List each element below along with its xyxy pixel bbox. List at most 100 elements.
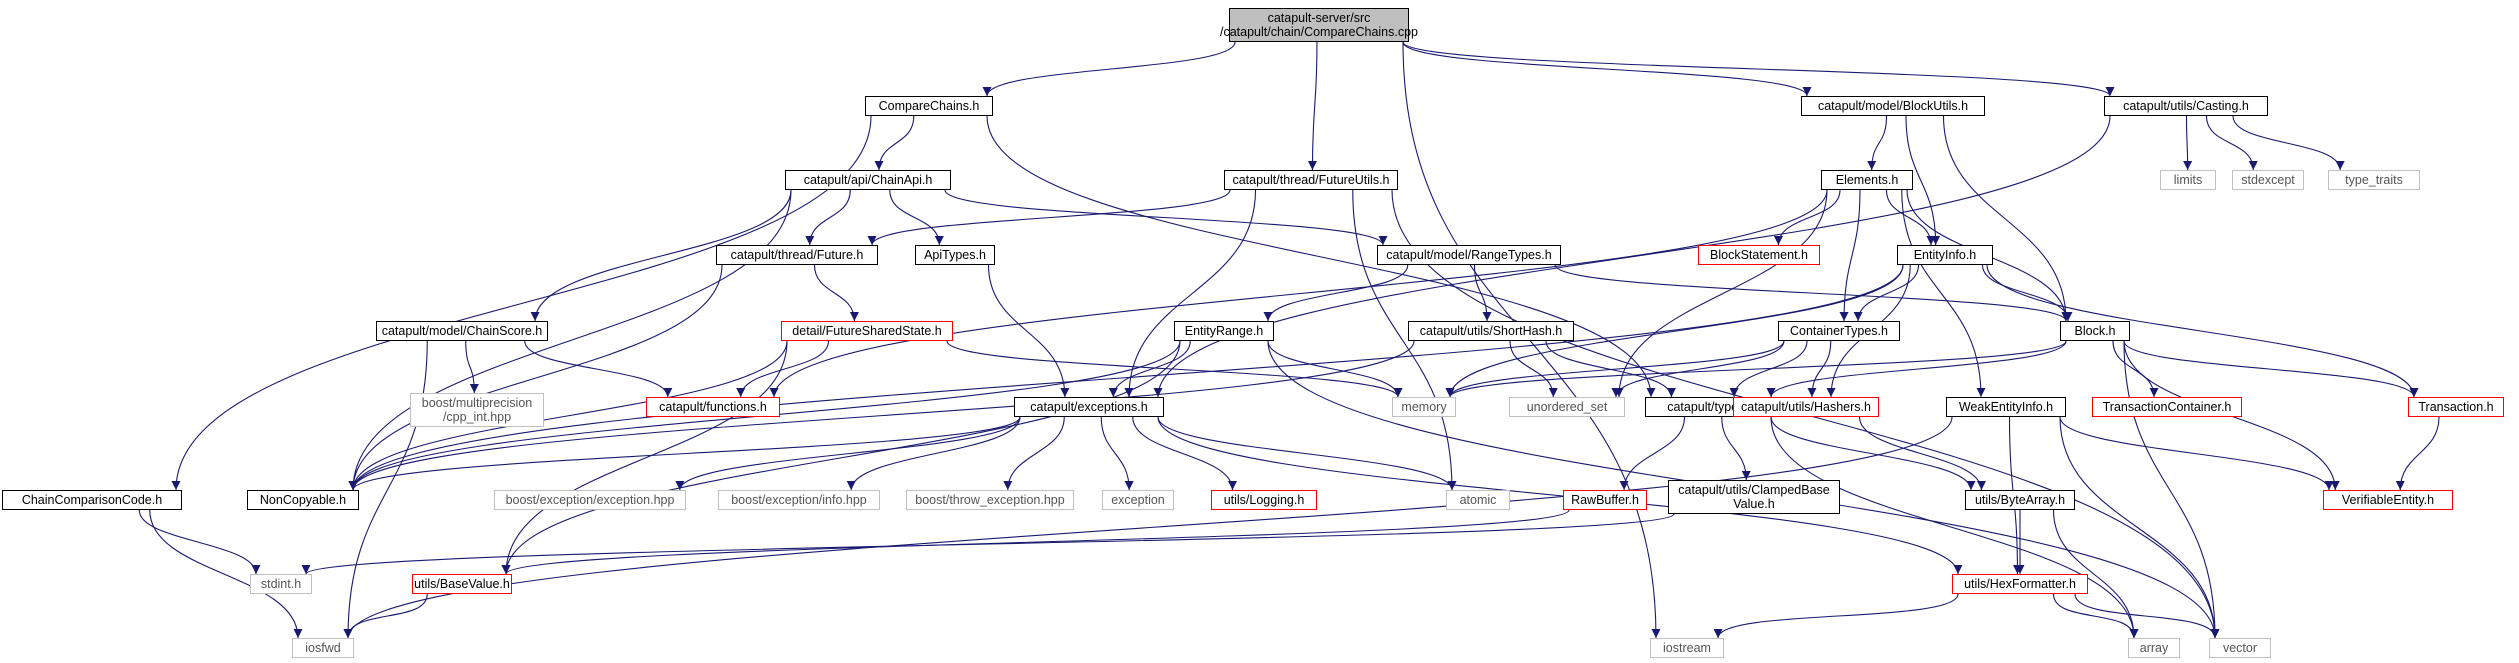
edge-exceptions-h-to-hex-formatter-h: [1157, 416, 1963, 575]
edge-types-h-to-array: [1770, 416, 2139, 639]
node-limits: limits: [2160, 170, 2216, 190]
edge-block-h-to-vector: [2123, 340, 2220, 639]
edge-future-shared-state-h-to-base-value-h: [501, 340, 788, 575]
node-raw-buffer-h[interactable]: RawBuffer.h: [1563, 490, 1647, 510]
edge-chain-api-h-to-api-types-h: [889, 189, 944, 246]
node-compare-chains-h[interactable]: CompareChains.h: [865, 96, 993, 116]
edge-exceptions-h-to-noncopyable-h: [348, 416, 1021, 491]
node-base-value-h[interactable]: utils/BaseValue.h: [412, 574, 512, 594]
node-verifiable-entity-h[interactable]: VerifiableEntity.h: [2323, 490, 2453, 510]
edge-weak-entity-info-h-to-vector: [2059, 416, 2220, 639]
edge-hex-formatter-h-to-iostream: [1713, 593, 1959, 639]
edge-elements-h-to-unordered-set: [1614, 189, 1828, 398]
root-node-compare-chains-cpp: catapult-server/src /catapult/chain/Comp…: [1220, 8, 1418, 42]
edge-elements-h-to-entity-info-h: [1885, 189, 1936, 246]
edge-range-types-h-to-block-h: [1554, 264, 2071, 322]
edge-root-to-future-utils-h: [1307, 41, 1318, 171]
edge-future-h-to-noncopyable-h: [348, 264, 723, 491]
node-entity-info-h[interactable]: EntityInfo.h: [1897, 245, 1993, 265]
edge-chain-comparison-code-h-to-iosfwd: [149, 509, 303, 639]
node-container-types-h[interactable]: ContainerTypes.h: [1778, 321, 1900, 341]
edge-entity-info-h-to-memory: [1445, 264, 1904, 398]
node-casting-h[interactable]: catapult/utils/Casting.h: [2104, 96, 2268, 116]
node-entity-range-h[interactable]: EntityRange.h: [1174, 321, 1274, 341]
edge-byte-array-h-to-array: [2052, 509, 2139, 639]
edge-elements-h-to-functions-h: [769, 189, 1828, 398]
node-chain-score-h[interactable]: catapult/model/ChainScore.h: [376, 321, 548, 341]
edge-types-h-to-clamped-base-value-h: [1721, 416, 1751, 481]
node-noncopyable-h[interactable]: NonCopyable.h: [247, 490, 359, 510]
edge-clamped-base-value-h-to-stdint-h: [301, 513, 1675, 575]
edge-block-h-to-transaction-h: [2123, 340, 2419, 398]
node-block-statement-h[interactable]: BlockStatement.h: [1698, 245, 1820, 265]
node-future-shared-state-h[interactable]: detail/FutureSharedState.h: [781, 321, 953, 341]
edge-root-to-block-utils-h: [1402, 41, 1812, 97]
node-block-utils-h[interactable]: catapult/model/BlockUtils.h: [1801, 96, 1985, 116]
edge-container-types-h-to-hashers-h: [1807, 340, 1832, 398]
edge-chain-api-h-to-chain-score-h: [530, 189, 792, 322]
edge-exceptions-h-to-logging-h: [1132, 416, 1237, 491]
node-transaction-container-h[interactable]: TransactionContainer.h: [2092, 397, 2242, 417]
edge-chain-comparison-code-h-to-stdint-h: [138, 509, 261, 575]
edge-future-shared-state-h-to-functions-h: [736, 340, 830, 398]
edge-container-types-h-to-unordered-set: [1611, 340, 1785, 398]
node-chain-api-h[interactable]: catapult/api/ChainApi.h: [785, 170, 951, 190]
node-byte-array-h[interactable]: utils/ByteArray.h: [1965, 490, 2075, 510]
node-unordered-set: unordered_set: [1509, 397, 1625, 417]
edge-short-hash-h-to-noncopyable-h: [348, 340, 1415, 491]
edge-root-to-casting-h: [1402, 41, 2115, 97]
edge-raw-buffer-h-to-base-value-h: [501, 509, 1570, 575]
edge-casting-h-to-stdexcept: [2205, 115, 2258, 171]
edge-entity-range-h-to-memory: [1267, 340, 1403, 398]
edge-short-hash-h-to-types-h: [1545, 340, 1676, 398]
node-api-types-h[interactable]: ApiTypes.h: [915, 245, 995, 265]
node-future-h[interactable]: catapult/thread/Future.h: [716, 245, 878, 265]
node-hashers-h[interactable]: catapult/utils/Hashers.h: [1733, 397, 1879, 417]
node-elements-h[interactable]: Elements.h: [1821, 170, 1913, 190]
node-exceptions-h[interactable]: catapult/exceptions.h: [1014, 397, 1164, 417]
edge-elements-h-to-block-statement-h: [1773, 189, 1841, 246]
node-functions-h[interactable]: catapult/functions.h: [646, 397, 780, 417]
node-vector: vector: [2209, 638, 2271, 658]
edge-chain-score-h-to-iosfwd: [343, 340, 428, 639]
edge-entity-info-h-to-block-h: [1981, 264, 2073, 322]
node-clamped-base-value-h[interactable]: catapult/utils/ClampedBase Value.h: [1668, 480, 1840, 514]
edge-future-utils-h-to-atomic: [1352, 189, 1457, 491]
edge-chain-api-h-to-future-h: [805, 189, 851, 246]
node-cpp-int-hpp: boost/multiprecision /cpp_int.hpp: [410, 393, 544, 427]
node-block-h[interactable]: Block.h: [2060, 321, 2130, 341]
edge-block-h-to-types-h: [1766, 340, 2067, 398]
node-transaction-h[interactable]: Transaction.h: [2408, 397, 2504, 417]
edge-block-utils-h-to-elements-h: [1867, 115, 1888, 171]
node-weak-entity-info-h[interactable]: WeakEntityInfo.h: [1946, 397, 2066, 417]
edge-compare-chains-h-to-types-h: [986, 115, 1656, 398]
node-hex-formatter-h[interactable]: utils/HexFormatter.h: [1952, 574, 2088, 594]
node-array: array: [2128, 638, 2180, 658]
node-iostream: iostream: [1650, 638, 1724, 658]
node-chain-comparison-code-h[interactable]: ChainComparisonCode.h: [2, 490, 182, 510]
edge-transaction-h-to-verifiable-entity-h: [2395, 416, 2440, 491]
edge-types-h-to-raw-buffer-h: [1619, 416, 1686, 491]
edge-entity-info-h-to-transaction-h: [1986, 264, 2419, 398]
node-short-hash-h[interactable]: catapult/utils/ShortHash.h: [1408, 321, 1574, 341]
edge-casting-h-to-type-traits: [2232, 115, 2345, 171]
edge-block-utils-h-to-entity-info-h: [1905, 115, 1941, 246]
edge-weak-entity-info-h-to-iosfwd: [343, 416, 1953, 639]
node-range-types-h[interactable]: catapult/model/RangeTypes.h: [1377, 245, 1561, 265]
node-iosfwd: iosfwd: [292, 638, 354, 658]
edge-block-h-to-memory: [1445, 340, 2067, 398]
edge-block-h-to-transaction-container-h: [2112, 340, 2159, 398]
node-boost-throw-exception-hpp: boost/throw_exception.hpp: [906, 490, 1074, 510]
edge-short-hash-h-to-unordered-set: [1509, 340, 1558, 398]
node-future-utils-h[interactable]: catapult/thread/FutureUtils.h: [1224, 170, 1398, 190]
edge-chain-score-h-to-cpp-int-hpp: [465, 340, 479, 394]
edge-exceptions-h-to-info-hpp: [846, 416, 1021, 491]
node-exception: exception: [1102, 490, 1174, 510]
edge-range-types-h-to-entity-range-h: [1263, 264, 1409, 322]
node-logging-h[interactable]: utils/Logging.h: [1211, 490, 1317, 510]
edge-future-utils-h-to-exceptions-h: [1124, 189, 1257, 398]
edge-future-utils-h-to-future-h: [867, 189, 1231, 246]
node-stdint-h: stdint.h: [250, 574, 312, 594]
